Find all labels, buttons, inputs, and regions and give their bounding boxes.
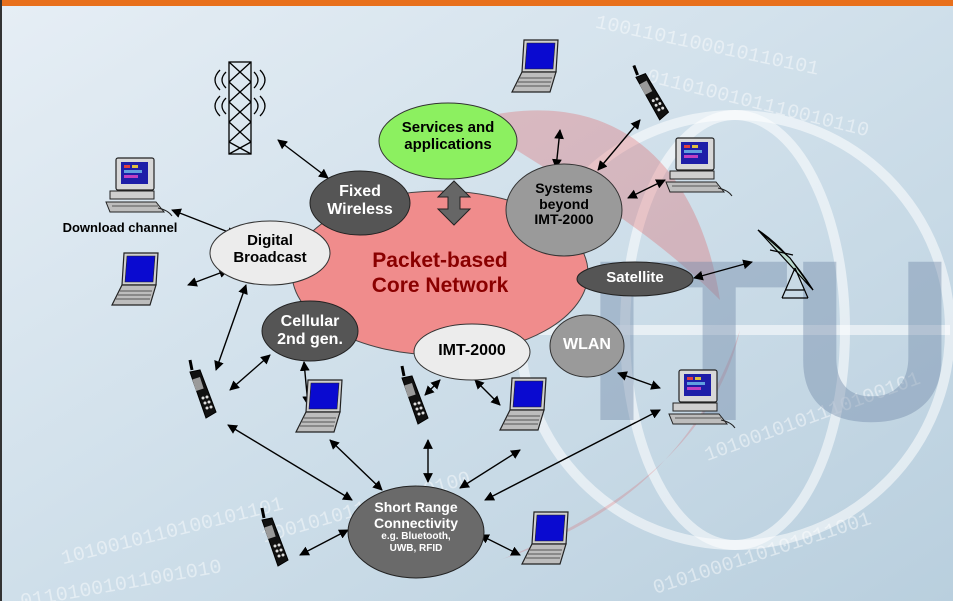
services-label-line2: applications [404,135,492,153]
arrow-phone-beyond [597,119,641,171]
arrow-laptop3-short [479,534,521,556]
digital-broadcast-label-line2: Broadcast [233,248,307,266]
arrow-desktop-beyond [627,179,666,199]
fixed-wireless-label: Fixed Wireless [310,183,410,219]
core-network-label: Packet-based Core Network [330,248,550,298]
left-border [0,0,2,601]
arrow-desktop-broadcast [171,208,237,237]
services-label-line1: Services and [401,119,495,136]
swoosh-watermark [470,110,720,300]
arrow-satellite-dish [693,259,753,281]
itu-watermark: ITU [585,212,953,469]
top-orange-bar [0,0,953,6]
short-range-label-line4: UWB, RFID [389,542,443,554]
imt2000-label: IMT-2000 [438,342,506,359]
arrow-desktop-short [484,409,661,501]
cellular-label-line1: Cellular [280,313,340,330]
systems-beyond-label-line2: beyond [539,195,589,212]
services-label: Services and applications [379,119,517,154]
cellular-label: Cellular 2nd gen. [262,313,358,349]
cellular-node [261,300,359,362]
arrow-imt-laptop [474,379,501,406]
satellite-dish-icon [757,229,814,299]
arrow-laptop-short [329,439,383,491]
short-range-label: Short Range Connectivity e.g. Bluetooth,… [348,499,484,554]
radio-tower-icon [214,61,266,155]
fixed-wireless-node [309,170,411,236]
arrow-cellular-phone [229,354,271,391]
wlan-label: WLAN [563,336,611,353]
core-network-label-line1: Packet-based [372,249,508,272]
systems-beyond-label-line1: Systems [535,180,593,196]
satellite-node [576,261,694,297]
arrow-wlan-desktop [617,371,661,390]
satellite-label: Satellite [606,269,664,286]
short-range-label-line1: Short Range [374,499,458,515]
digital-broadcast-label: Digital Broadcast [210,232,330,267]
short-range-label-line3: e.g. Bluetooth, [381,531,451,543]
arrow-laptop-broadcast [187,268,229,287]
arrow-laptop-beyond [552,129,564,169]
download-channel-label: Download channel [62,220,178,235]
arrow-broadcast-phone [214,284,248,371]
short-range-label-line2: Connectivity [373,514,458,531]
arrow-phone3-short [299,529,349,556]
wlan-node [549,314,625,378]
digital-broadcast-label-line1: Digital [247,232,293,249]
systems-beyond-label: Systems beyond IMT-2000 [506,180,622,228]
short-range-node [347,485,485,579]
services-core-arrow [436,180,472,226]
services-node [378,102,518,180]
core-network-label-line2: Core Network [371,274,509,298]
arrow-imt-phone [424,379,441,396]
arrow-tower-fixed [277,139,329,179]
imt2000-node [413,323,531,381]
cellular-label-line2: 2nd gen. [277,330,343,348]
systems-beyond-node [505,163,623,257]
systems-beyond-label-line3: IMT-2000 [534,211,594,228]
fixed-wireless-label-line2: Wireless [327,200,393,218]
fixed-wireless-label-line1: Fixed [339,183,381,200]
connection-arrows [171,119,753,556]
digital-broadcast-node [209,220,331,286]
